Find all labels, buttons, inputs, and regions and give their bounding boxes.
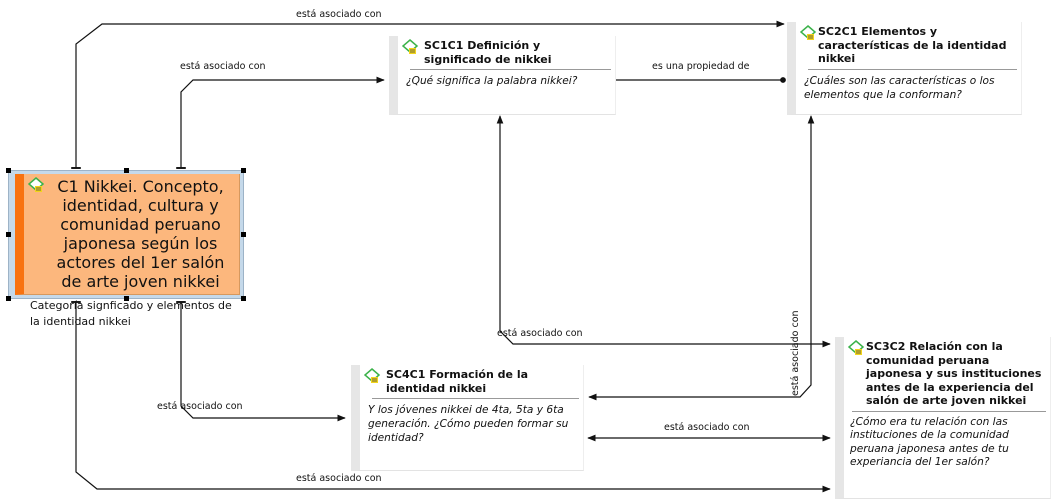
- node-description: Categoría signficado y elementos de la i…: [30, 299, 232, 328]
- link-label-c1-sc3c2: está asociado con: [296, 473, 382, 484]
- node-sc3c2[interactable]: SC3C2 Relación con la comunidad peruana …: [835, 337, 1051, 499]
- resize-handle[interactable]: [124, 296, 129, 301]
- code-icon: [799, 25, 818, 41]
- resize-handle[interactable]: [241, 232, 246, 237]
- node-description: ¿Cuáles son las características o los el…: [804, 74, 995, 101]
- link-c1-sc1c1[interactable]: [176, 76, 385, 169]
- node-description: ¿Qué significa la palabra nikkei?: [406, 75, 578, 87]
- code-icon: [847, 340, 866, 356]
- node-title: SC1C1 Definición y significado de nikkei: [424, 39, 552, 66]
- node-title: SC2C1 Elementos y características de la …: [818, 25, 1007, 65]
- resize-handle[interactable]: [241, 296, 246, 301]
- link-label-sc4c1-sc3c2: está asociado con: [664, 422, 750, 433]
- divider: [852, 410, 1046, 412]
- link-label-c1-sc4c1: está asociado con: [157, 401, 243, 412]
- link-label-c1-sc1c1: está asociado con: [180, 61, 266, 72]
- link-c1-sc2c1[interactable]: [71, 20, 785, 169]
- resize-handle[interactable]: [124, 168, 129, 173]
- node-sc4c1[interactable]: SC4C1 Formación de la identidad nikkei Y…: [351, 365, 584, 471]
- node-title: SC3C2 Relación con la comunidad peruana …: [866, 340, 1042, 407]
- code-icon: [401, 39, 420, 55]
- link-label-c1-sc2c1: está asociado con: [296, 9, 382, 20]
- resize-handle[interactable]: [241, 168, 246, 173]
- code-icon: [363, 368, 382, 384]
- node-title: C1 Nikkei. Concepto, identidad, cultura …: [56, 177, 225, 291]
- divider: [410, 69, 611, 70]
- code-icon: [27, 177, 46, 193]
- resize-handle[interactable]: [6, 168, 11, 173]
- node-description: ¿Cómo era tu relación con las institucio…: [850, 415, 1009, 469]
- resize-handle[interactable]: [6, 296, 11, 301]
- link-label-sc2c1-sc4c1: está asociado con: [790, 310, 801, 396]
- resize-handle[interactable]: [6, 232, 11, 237]
- node-title: SC4C1 Formación de la identidad nikkei: [386, 368, 529, 395]
- node-sc2c1[interactable]: SC2C1 Elementos y características de la …: [787, 22, 1022, 115]
- divider: [808, 68, 1017, 70]
- divider: [372, 398, 579, 399]
- link-c1-sc3c2[interactable]: [71, 301, 831, 493]
- node-sc1c1[interactable]: SC1C1 Definición y significado de nikkei…: [389, 36, 616, 115]
- link-label-sc1c1-sc3c2: está asociado con: [497, 328, 583, 339]
- link-sc2c1-sc4c1[interactable]: [588, 115, 815, 401]
- link-label-sc2c1-sc1c1: es una propiedad de: [652, 61, 750, 72]
- node-c1[interactable]: C1 Nikkei. Concepto, identidad, cultura …: [15, 174, 240, 328]
- link-sc1c1-sc3c2[interactable]: [496, 115, 831, 348]
- node-description: Y los jóvenes nikkei de 4ta, 5ta y 6ta g…: [368, 404, 569, 444]
